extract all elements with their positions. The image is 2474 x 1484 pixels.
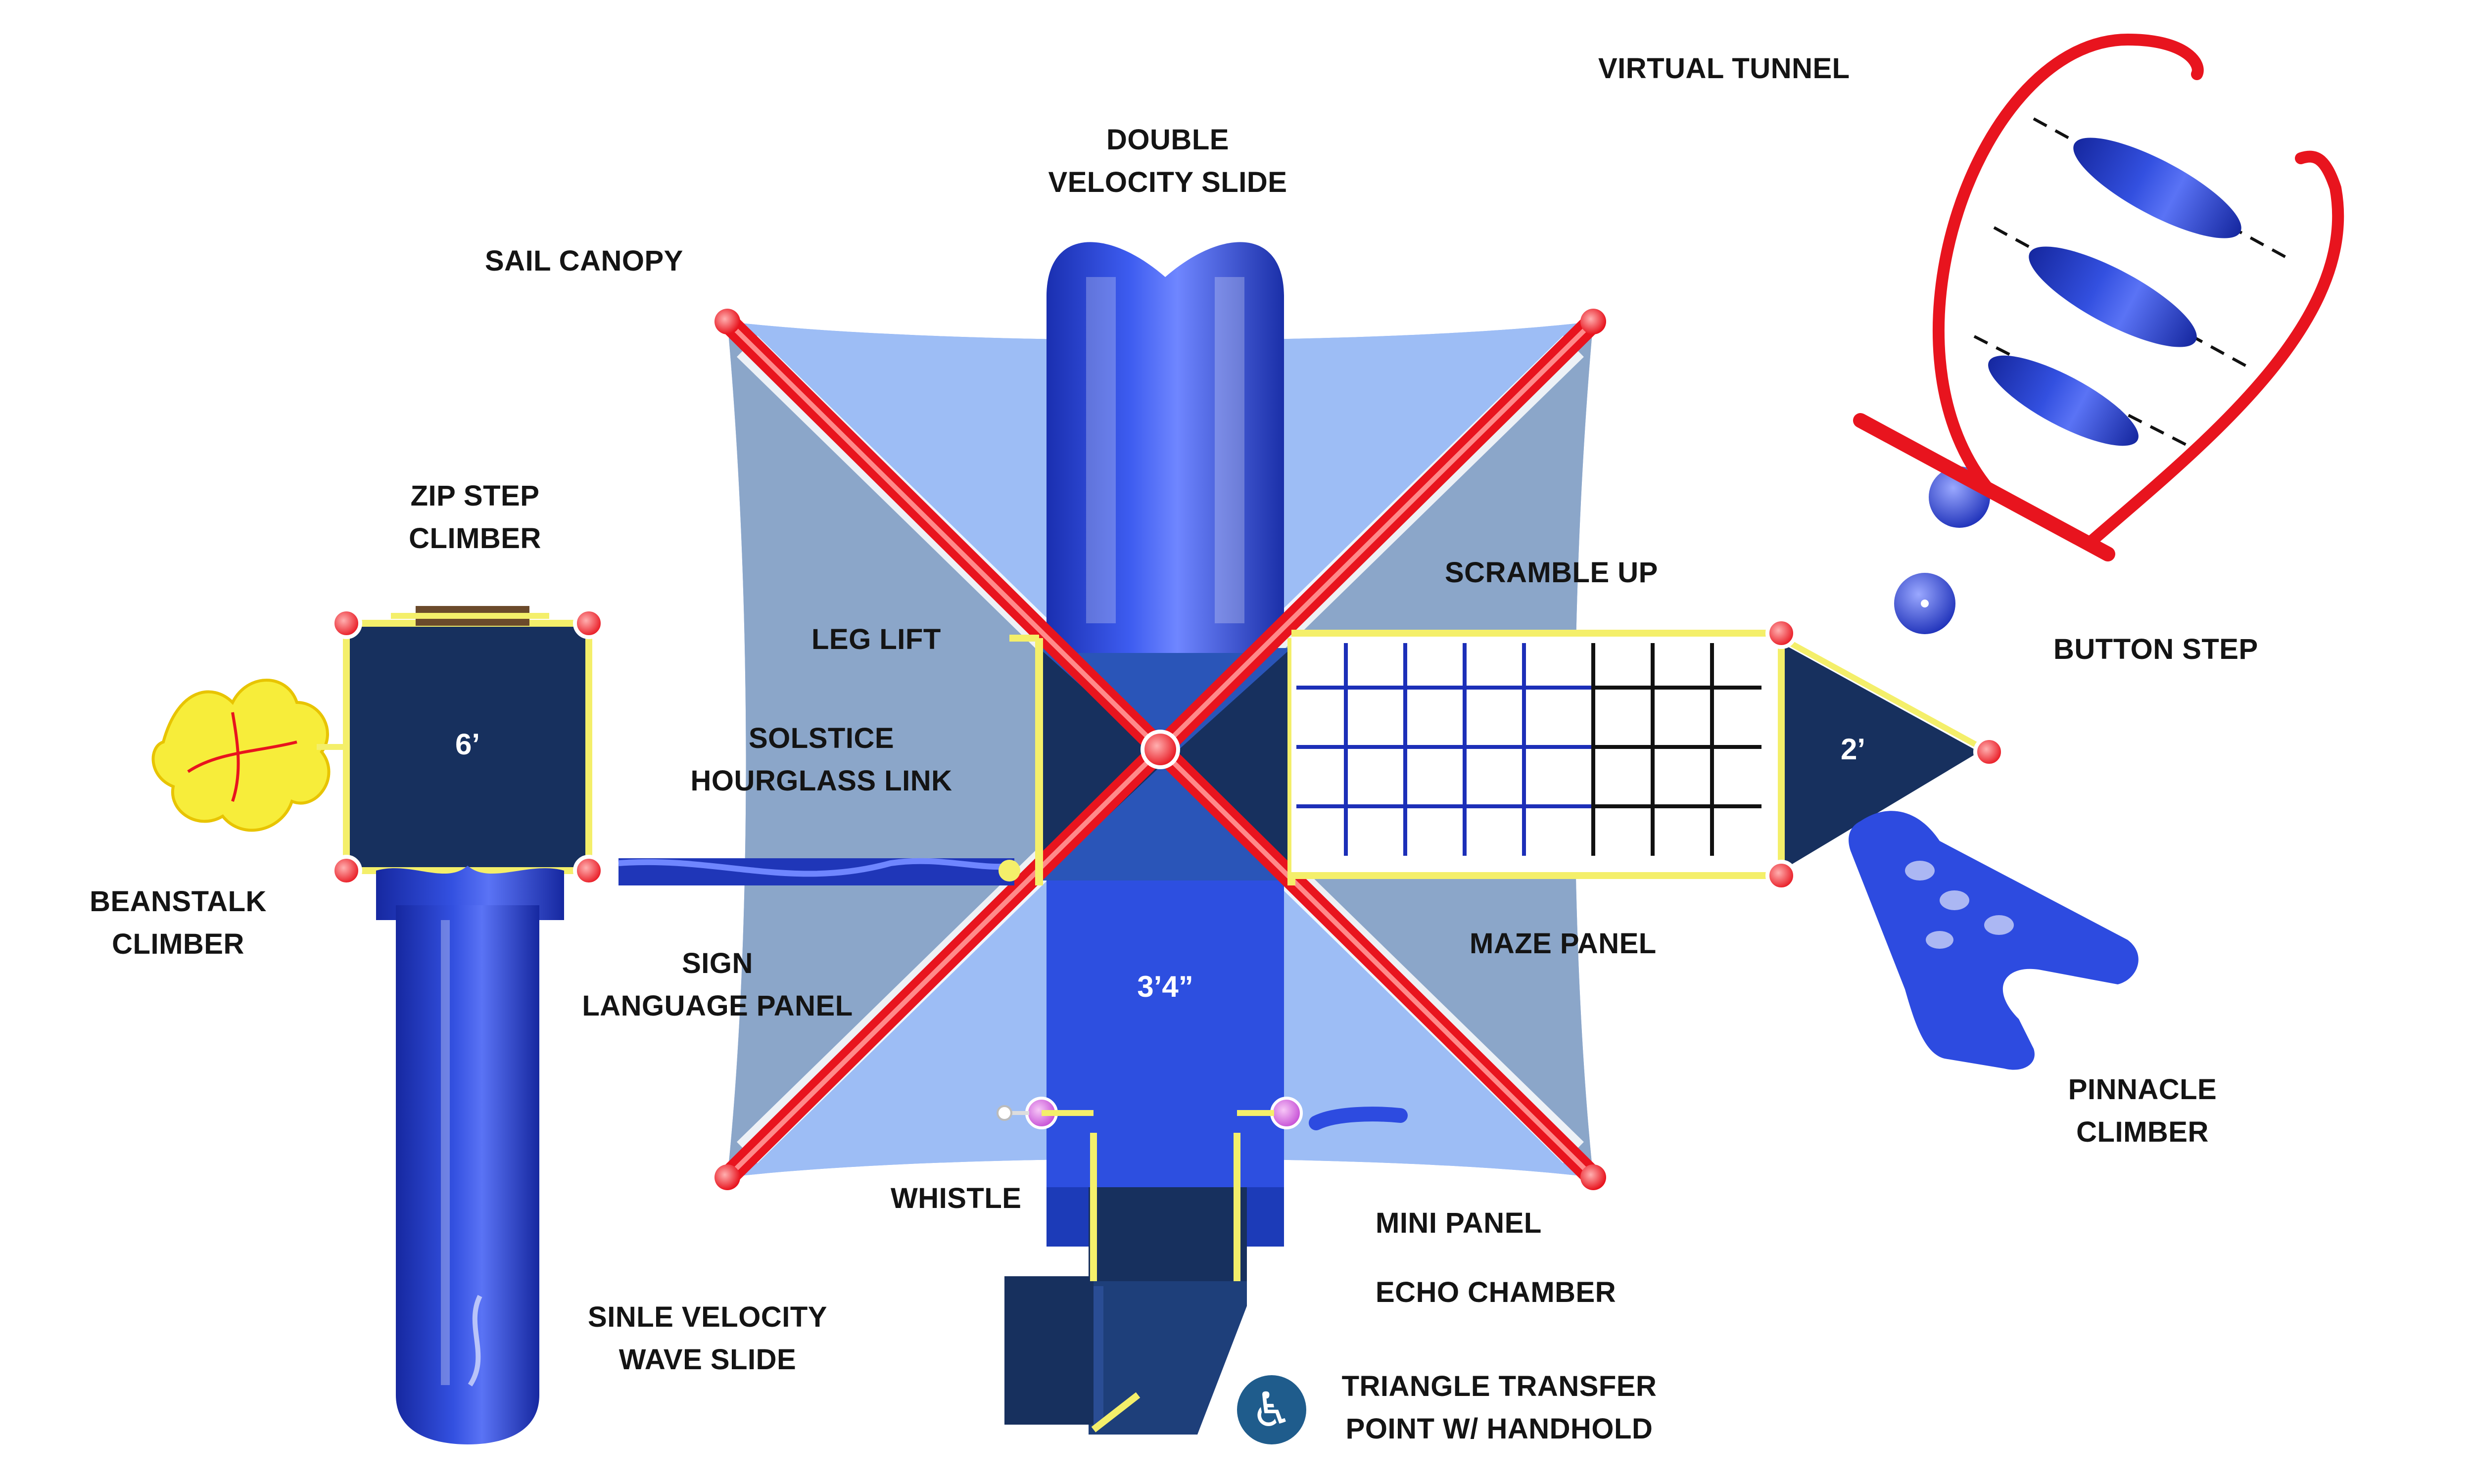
zip-step-climber [391, 606, 549, 626]
double-velocity-slide-label-line2: VELOCITY SLIDE [1048, 166, 1287, 198]
center-deck-height: 3’4” [1137, 970, 1193, 1003]
triangle-transfer-point-label: TRIANGLE TRANSFER POINT W/ HANDHOLD [1321, 1365, 1677, 1450]
single-velocity-wave-slide-label-line1: SINLE VELOCITY [588, 1301, 827, 1333]
leg-lift-label: LEG LIFT [811, 623, 941, 655]
pinnacle-climber-label-line2: CLIMBER [2076, 1116, 2209, 1148]
virtual-tunnel [1853, 33, 2344, 561]
single-velocity-wave-slide-label-line2: WAVE SLIDE [618, 1344, 797, 1376]
scramble-up [1291, 630, 1781, 879]
single-velocity-wave-slide-label: SINLE VELOCITY WAVE SLIDE [574, 1296, 841, 1381]
zip-step-climber-label-line2: CLIMBER [409, 522, 541, 555]
sign-language-panel-label: SIGN LANGUAGE PANEL [564, 942, 871, 1027]
sign-language-panel-label-line2: LANGUAGE PANEL [582, 990, 853, 1022]
echo-chamber-label: ECHO CHAMBER [1376, 1276, 1617, 1308]
zip-step-climber-label-line1: ZIP STEP [410, 480, 540, 512]
beanstalk-climber [151, 679, 346, 832]
pinnacle-climber [1849, 811, 2139, 1070]
beanstalk-climber-label-line1: BEANSTALK [90, 885, 267, 918]
scramble-up-label: SCRAMBLE UP [1445, 556, 1658, 589]
double-velocity-slide-label-line1: DOUBLE [1106, 124, 1229, 156]
button-step [1894, 466, 1990, 634]
right-deck [1765, 617, 2005, 891]
solstice-hourglass-link-label-line1: SOLSTICE [748, 722, 895, 754]
echo-chamber [1004, 1133, 1247, 1435]
sail-canopy-label: SAIL CANOPY [485, 245, 683, 277]
wheelchair-accessibility-icon: ♿ [1237, 1375, 1306, 1444]
beanstalk-climber-label-line2: CLIMBER [112, 928, 244, 960]
single-velocity-wave-slide [376, 866, 564, 1444]
button-step-label: BUTTON STEP [2053, 633, 2258, 665]
double-velocity-slide-label: DOUBLE VELOCITY SLIDE [1009, 119, 1326, 204]
whistle-label: WHISTLE [891, 1182, 1022, 1214]
triangle-transfer-point-label-line1: TRIANGLE TRANSFER [1341, 1370, 1657, 1402]
sign-language-panel-label-line1: SIGN [682, 947, 753, 979]
mini-panel-label: MINI PANEL [1376, 1207, 1542, 1239]
canopy-frame [714, 309, 1606, 1190]
triangle-transfer-point-label-line2: POINT W/ HANDHOLD [1345, 1413, 1653, 1445]
pinnacle-climber-label: PINNACLE CLIMBER [2044, 1068, 2241, 1154]
virtual-tunnel-label: VIRTUAL TUNNEL [1598, 52, 1850, 85]
zip-step-climber-label: ZIP STEP CLIMBER [376, 475, 574, 560]
pinnacle-climber-label-line1: PINNACLE [2068, 1073, 2217, 1106]
beanstalk-climber-label: BEANSTALK CLIMBER [74, 881, 282, 966]
left-deck-height: 6’ [455, 728, 480, 761]
whistle [997, 1097, 1094, 1129]
mini-panel [1237, 1097, 1408, 1130]
solstice-hourglass-link [618, 858, 1020, 885]
solstice-hourglass-link-label: SOLSTICE HOURGLASS LINK [668, 717, 975, 802]
right-deck-height: 2’ [1840, 733, 1866, 766]
solstice-hourglass-link-label-line2: HOURGLASS LINK [690, 765, 952, 797]
maze-panel-label: MAZE PANEL [1470, 928, 1657, 960]
